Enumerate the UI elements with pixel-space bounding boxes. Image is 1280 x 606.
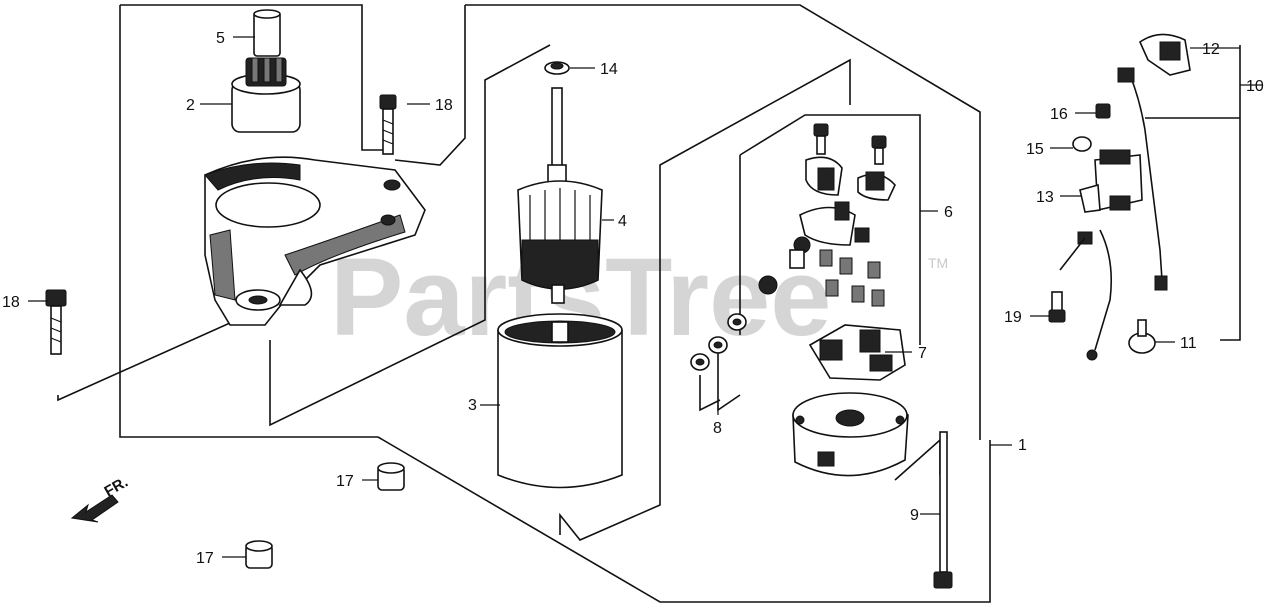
- callout-8: 8: [713, 420, 722, 437]
- front-bracket-housing: [204, 156, 426, 326]
- front-direction-arrow: FR.: [70, 474, 131, 523]
- callout-11: 11: [1180, 335, 1197, 352]
- callout-3: 3: [468, 397, 477, 414]
- leader-lines: [28, 36, 1262, 558]
- part-4-armature: [517, 87, 603, 304]
- callout-18-top: 18: [435, 97, 453, 114]
- part-5-sleeve: [253, 9, 281, 57]
- part-2-pinion-gear: [231, 57, 301, 133]
- part-12-terminal-boot: [1139, 33, 1191, 76]
- callout-18-left: 18: [2, 294, 20, 311]
- callout-13: 13: [1036, 189, 1054, 206]
- callout-10: 10: [1246, 78, 1264, 95]
- part-18-bolt-top: [379, 94, 397, 155]
- watermark-tm: TM: [928, 255, 948, 271]
- part-18-bolt-left: [45, 289, 67, 355]
- front-direction-label: FR.: [102, 474, 131, 501]
- callout-19: 19: [1004, 309, 1022, 326]
- callout-5: 5: [216, 30, 225, 47]
- part-8-nuts: [690, 313, 747, 371]
- part-19-screw: [1048, 291, 1066, 323]
- callout-4: 4: [618, 213, 627, 230]
- callout-6: 6: [944, 204, 953, 221]
- callout-2: 2: [186, 97, 195, 114]
- callout-17-lower: 17: [196, 550, 214, 567]
- part-3-motor-case: [497, 313, 623, 489]
- rear-end-cover: [792, 392, 909, 477]
- callout-7: 7: [918, 345, 927, 362]
- part-6-brush-holder-set: [758, 123, 896, 307]
- callout-12: 12: [1202, 41, 1220, 58]
- callout-14: 14: [600, 61, 618, 78]
- callout-9: 9: [910, 507, 919, 524]
- part-14-washer: [544, 61, 570, 75]
- part-13-solenoid: [1079, 149, 1143, 213]
- cables: [1059, 67, 1168, 361]
- callout-15: 15: [1026, 141, 1044, 158]
- callout-1: 1: [1018, 437, 1027, 454]
- part-16-nut: [1095, 103, 1111, 119]
- part-15-washer: [1072, 136, 1092, 152]
- callout-17-upper: 17: [336, 473, 354, 490]
- part-17-collar-lower: [245, 540, 273, 569]
- part-7-brush-plate: [808, 324, 906, 381]
- part-11-terminal-nut: [1128, 319, 1156, 354]
- callout-16: 16: [1050, 106, 1068, 123]
- callout-numbers: 1 2 3 4 5 6 7 8 9 10 11 12 13 14 15 16 1…: [2, 30, 1264, 567]
- part-17-collar-upper: [377, 462, 405, 491]
- part-9-through-bolt: [933, 431, 953, 589]
